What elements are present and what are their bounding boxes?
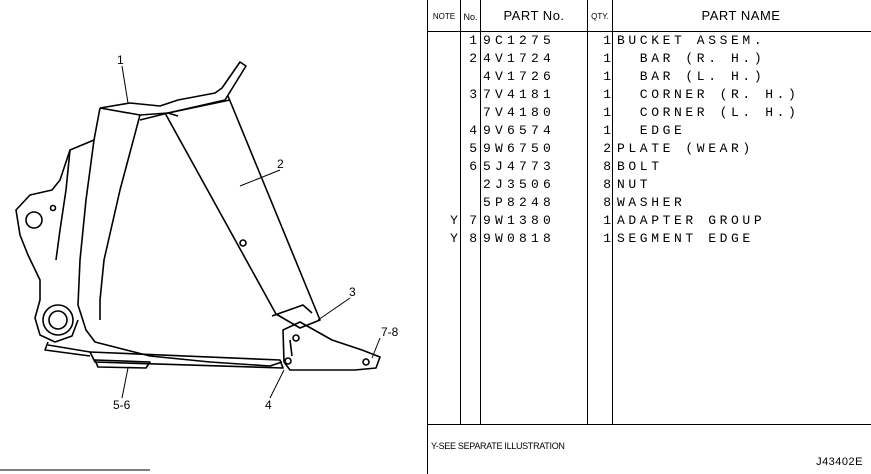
part-number: 5J4773	[483, 159, 556, 174]
callout-1: 1	[117, 53, 124, 67]
quantity: 1	[603, 51, 611, 66]
header-no: No.	[463, 12, 478, 22]
header-part-name: PART NAME	[701, 8, 781, 23]
parts-list: NOTE No. PART No. QTY. PART NAME 1 9C1275…	[427, 0, 871, 474]
item-number: 7	[469, 213, 477, 228]
quantity: 1	[603, 105, 611, 120]
part-number: 9W1380	[483, 213, 556, 228]
illustration-code: J43402E	[816, 456, 863, 468]
part-name: EDGE	[617, 123, 686, 138]
header-qty: QTY.	[591, 12, 609, 21]
table-row: 2 4V1724 1 BAR (R. H.)	[427, 51, 871, 69]
item-number: 5	[469, 141, 477, 156]
note-cell: Y	[450, 231, 458, 246]
adapter	[282, 321, 381, 371]
quantity: 1	[603, 87, 611, 102]
part-name: BAR (L. H.)	[617, 69, 766, 84]
callout-3: 3	[349, 285, 356, 299]
table-row: 4V1726 1 BAR (L. H.)	[427, 69, 871, 87]
item-number: 2	[469, 51, 477, 66]
quantity: 1	[603, 213, 611, 228]
table-row: 6 5J4773 8 BOLT	[427, 159, 871, 177]
wear-plate	[94, 359, 151, 369]
part-number: 7V4181	[483, 87, 556, 102]
item-number: 3	[469, 87, 477, 102]
table-row: 3 7V4181 1 CORNER (R. H.)	[427, 87, 871, 105]
item-number: 6	[469, 159, 477, 174]
side-bar	[164, 95, 321, 329]
quantity: 1	[603, 123, 611, 138]
item-number: 4	[469, 123, 477, 138]
table-row: 7V4180 1 CORNER (L. H.)	[427, 105, 871, 123]
part-name: CORNER (L. H.)	[617, 105, 800, 120]
header-note: NOTE	[432, 12, 456, 21]
item-number: 1	[469, 33, 477, 48]
callout-2: 2	[277, 157, 284, 171]
part-number: 7V4180	[483, 105, 556, 120]
table-row: 2J3506 8 NUT	[427, 177, 871, 195]
part-number: 4V1724	[483, 51, 556, 66]
header-part-no: PART No.	[503, 8, 565, 23]
note-cell: Y	[450, 213, 458, 228]
footnote: Y-SEE SEPARATE ILLUSTRATION	[431, 441, 565, 451]
part-name: ADAPTER GROUP	[617, 213, 766, 228]
pin-hole-lower	[42, 304, 74, 336]
table-row: 5P8248 8 WASHER	[427, 195, 871, 213]
part-name: SEGMENT EDGE	[617, 231, 754, 246]
quantity: 8	[603, 159, 611, 174]
part-name: BUCKET ASSEM.	[617, 33, 766, 48]
lift-bracket	[15, 139, 95, 343]
part-number: 9V6574	[483, 123, 556, 138]
callout-7-8: 7-8	[381, 325, 399, 339]
cutting-edge	[89, 351, 284, 369]
quantity: 1	[603, 69, 611, 84]
quantity: 1	[603, 33, 611, 48]
part-name: CORNER (R. H.)	[617, 87, 800, 102]
part-name: BAR (R. H.)	[617, 51, 766, 66]
part-name: PLATE (WEAR)	[617, 141, 754, 156]
part-name: NUT	[617, 177, 652, 192]
part-number: 5P8248	[483, 195, 556, 210]
part-number: 9W0818	[483, 231, 556, 246]
callout-4: 4	[265, 398, 272, 412]
bucket-diagram: 1 2 3 4 5-6 7-8	[0, 53, 399, 471]
part-number: 9C1275	[483, 33, 556, 48]
table-row: 5 9W6750 2 PLATE (WEAR)	[427, 141, 871, 159]
part-name: BOLT	[617, 159, 663, 174]
callout-5-6: 5-6	[113, 398, 131, 412]
quantity: 1	[603, 231, 611, 246]
quantity: 8	[603, 177, 611, 192]
part-name: WASHER	[617, 195, 686, 210]
bucket-body	[77, 107, 283, 367]
pin-hole-upper	[25, 211, 43, 229]
part-number: 9W6750	[483, 141, 556, 156]
item-number: 8	[469, 231, 477, 246]
quantity: 2	[603, 141, 611, 156]
table-row: 4 9V6574 1 EDGE	[427, 123, 871, 141]
part-number: 2J3506	[483, 177, 556, 192]
table-row: 1 9C1275 1 BUCKET ASSEM.	[427, 33, 871, 51]
part-number: 4V1726	[483, 69, 556, 84]
quantity: 8	[603, 195, 611, 210]
